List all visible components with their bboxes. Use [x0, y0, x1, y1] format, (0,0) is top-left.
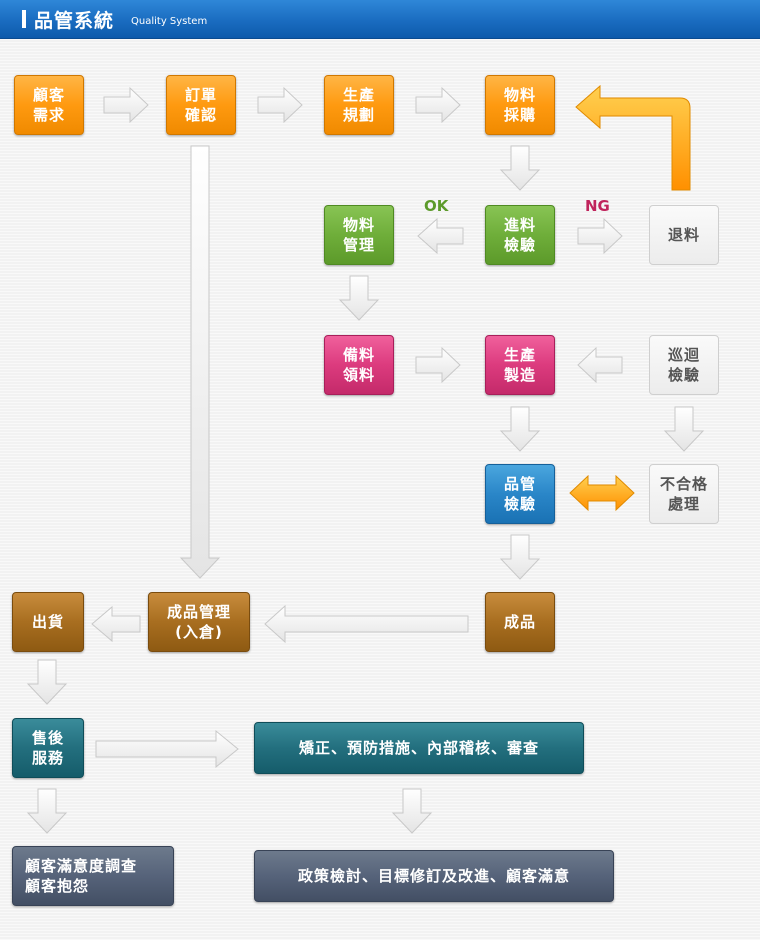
arrow-left-long	[264, 604, 469, 644]
arrow-right-prep	[415, 346, 461, 384]
box-material-manage: 物料 管理	[324, 205, 394, 265]
arrow-right-1	[103, 86, 149, 124]
box-corrective: 矯正、預防措施、內部稽核、審查	[254, 722, 584, 774]
page-subtitle: Quality System	[131, 16, 208, 27]
box-nonconform: 不合格 處理	[649, 464, 719, 524]
box-production-plan: 生產 規劃	[324, 75, 394, 135]
box-shipping: 出貨	[12, 592, 84, 652]
arrow-down-corrective	[391, 788, 433, 834]
box-customer-demand: 顧客 需求	[14, 75, 84, 135]
arrow-left-patrol	[577, 346, 623, 384]
arrow-down-qc	[499, 534, 541, 580]
box-prep-material: 備料 領料	[324, 335, 394, 395]
box-after-sales: 售後 服務	[12, 718, 84, 778]
arrow-down-material-manage	[338, 275, 380, 321]
page-header: 品管系統 Quality System	[0, 0, 760, 39]
arrow-down-after-sales	[26, 788, 68, 834]
box-satisfaction: 顧客滿意度調查 顧客抱怨	[12, 846, 174, 906]
box-order-confirm: 訂單 確認	[166, 75, 236, 135]
box-production: 生產 製造	[485, 335, 555, 395]
arrow-right-2	[257, 86, 303, 124]
header-accent-bar	[22, 10, 26, 28]
arrow-down-long	[179, 145, 221, 579]
arrow-down-shipping	[26, 659, 68, 705]
box-return-material: 退料	[649, 205, 719, 265]
box-policy-review: 政策檢討、目標修訂及改進、顧客滿意	[254, 850, 614, 902]
box-finished-product: 成品	[485, 592, 555, 652]
arrow-down-purchase	[499, 145, 541, 191]
box-product-manage: 成品管理 (入倉)	[148, 592, 250, 652]
page-title: 品管系統	[34, 10, 115, 32]
arrow-down-production	[499, 406, 541, 452]
box-patrol-inspect: 巡迴 檢驗	[649, 335, 719, 395]
box-incoming-inspect: 進料 檢驗	[485, 205, 555, 265]
ng-label: NG	[585, 197, 610, 215]
box-material-purchase: 物料 採購	[485, 75, 555, 135]
ok-label: OK	[424, 197, 449, 215]
arrow-double-qc	[569, 474, 635, 512]
arrow-left-ok	[417, 217, 464, 255]
arrow-right-ng	[577, 217, 623, 255]
arrow-return-loop	[575, 84, 691, 191]
arrow-left-shipping	[91, 605, 141, 643]
arrow-right-3	[415, 86, 461, 124]
box-qc-inspect: 品管 檢驗	[485, 464, 555, 524]
arrow-down-patrol	[663, 406, 705, 452]
arrow-right-after-sales	[95, 729, 239, 769]
